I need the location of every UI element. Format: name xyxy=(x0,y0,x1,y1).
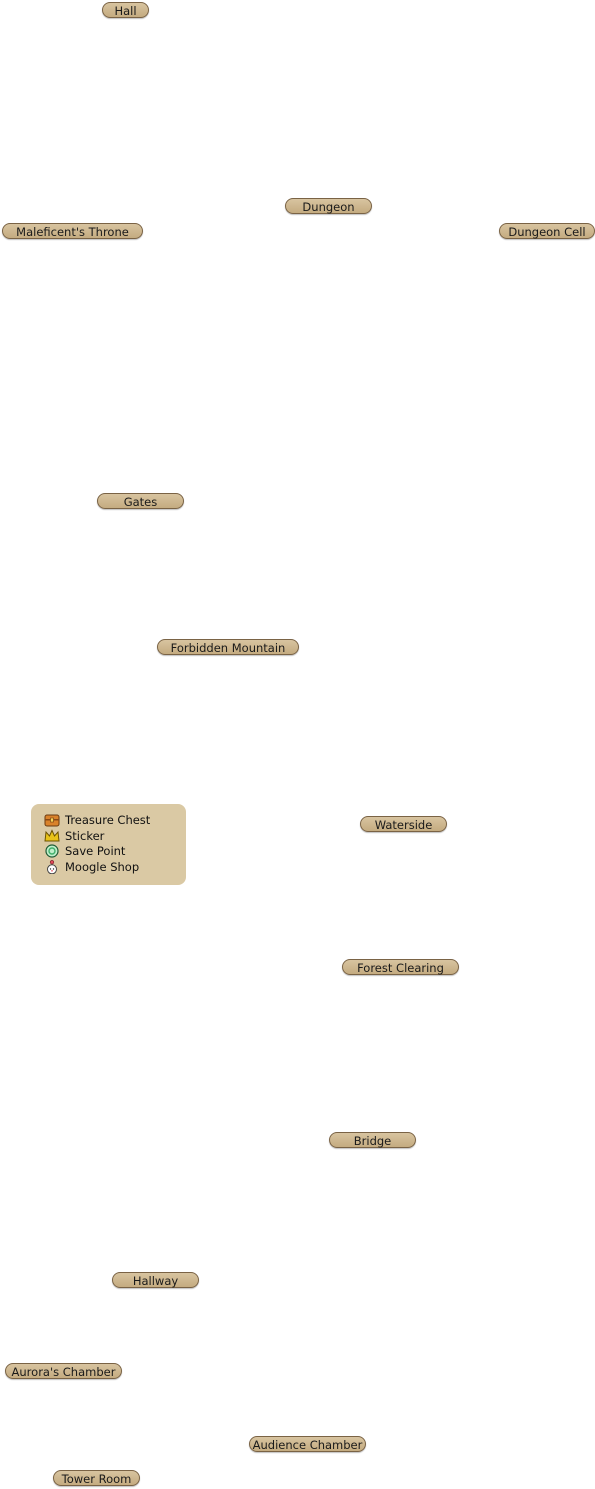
location-waterside[interactable]: Waterside xyxy=(360,816,447,832)
location-forbidden-mountain[interactable]: Forbidden Mountain xyxy=(157,639,299,655)
legend-label: Treasure Chest xyxy=(65,812,151,827)
moogle-icon xyxy=(44,860,60,875)
legend-label: Moogle Shop xyxy=(65,860,140,875)
legend-item-sticker: Sticker xyxy=(44,828,186,844)
save-point-icon xyxy=(44,844,60,859)
sticker-crown-icon xyxy=(44,828,60,843)
location-dungeon-cell[interactable]: Dungeon Cell xyxy=(499,223,595,239)
legend-label: Sticker xyxy=(65,828,105,843)
location-auroras-chamber[interactable]: Aurora's Chamber xyxy=(5,1363,122,1379)
legend-item-treasure-chest: Treasure Chest xyxy=(44,812,186,828)
location-dungeon[interactable]: Dungeon xyxy=(285,198,372,214)
location-tower-room[interactable]: Tower Room xyxy=(53,1470,140,1486)
legend-item-save-point: Save Point xyxy=(44,844,186,860)
location-gates[interactable]: Gates xyxy=(97,493,184,509)
legend-item-moogle-shop: Moogle Shop xyxy=(44,859,186,875)
legend-label: Save Point xyxy=(65,844,126,859)
location-maleficents-throne[interactable]: Maleficent's Throne xyxy=(2,223,143,239)
location-bridge[interactable]: Bridge xyxy=(329,1132,416,1148)
location-forest-clearing[interactable]: Forest Clearing xyxy=(342,959,459,975)
location-hall[interactable]: Hall xyxy=(102,2,149,18)
map-legend: Treasure Chest Sticker Save Point xyxy=(31,804,186,885)
location-audience-chamber[interactable]: Audience Chamber xyxy=(249,1436,366,1452)
location-hallway[interactable]: Hallway xyxy=(112,1272,199,1288)
treasure-chest-icon xyxy=(44,813,60,827)
